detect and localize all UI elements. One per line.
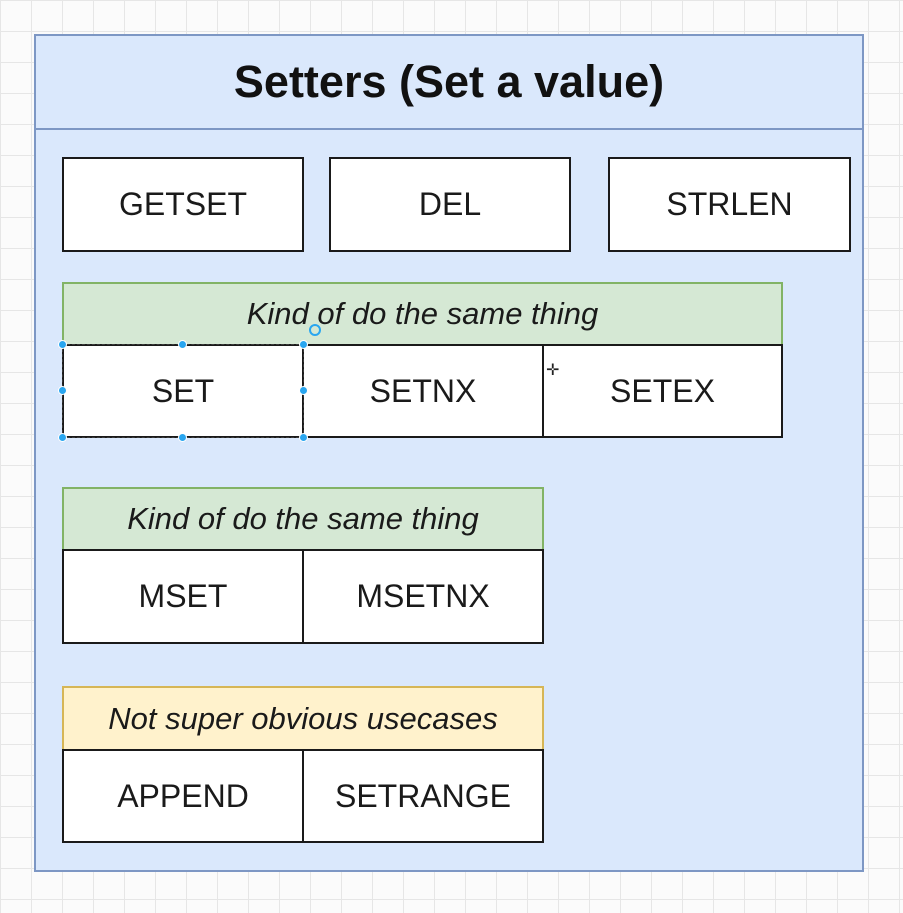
setrange-box[interactable]: SETRANGE [302, 749, 544, 843]
resize-handle-top[interactable] [179, 341, 186, 348]
resize-handle-bottom[interactable] [179, 434, 186, 441]
setex-box[interactable]: SETEX [542, 344, 783, 438]
msetnx-box[interactable]: MSETNX [302, 549, 544, 644]
resize-handle-bottom-right[interactable] [300, 434, 307, 441]
set-box[interactable]: SET [62, 344, 304, 438]
group-3-header[interactable]: Not super obvious usecases [62, 686, 544, 751]
container-title: Setters (Set a value) [36, 36, 862, 130]
setnx-box[interactable]: SETNX [302, 344, 544, 438]
resize-handle-left[interactable] [59, 387, 66, 394]
resize-handle-top-left[interactable] [59, 341, 66, 348]
group-2-header[interactable]: Kind of do the same thing [62, 487, 544, 551]
move-cursor-icon: ✛ [546, 362, 560, 379]
resize-handle-bottom-left[interactable] [59, 434, 66, 441]
mset-box[interactable]: MSET [62, 549, 304, 644]
append-box[interactable]: APPEND [62, 749, 304, 843]
getset-box[interactable]: GETSET [62, 157, 304, 252]
del-box[interactable]: DEL [329, 157, 571, 252]
strlen-box[interactable]: STRLEN [608, 157, 851, 252]
rotate-handle-icon[interactable] [309, 324, 321, 336]
resize-handle-top-right[interactable] [300, 341, 307, 348]
resize-handle-right[interactable] [300, 387, 307, 394]
group-1-header[interactable]: Kind of do the same thing [62, 282, 783, 346]
